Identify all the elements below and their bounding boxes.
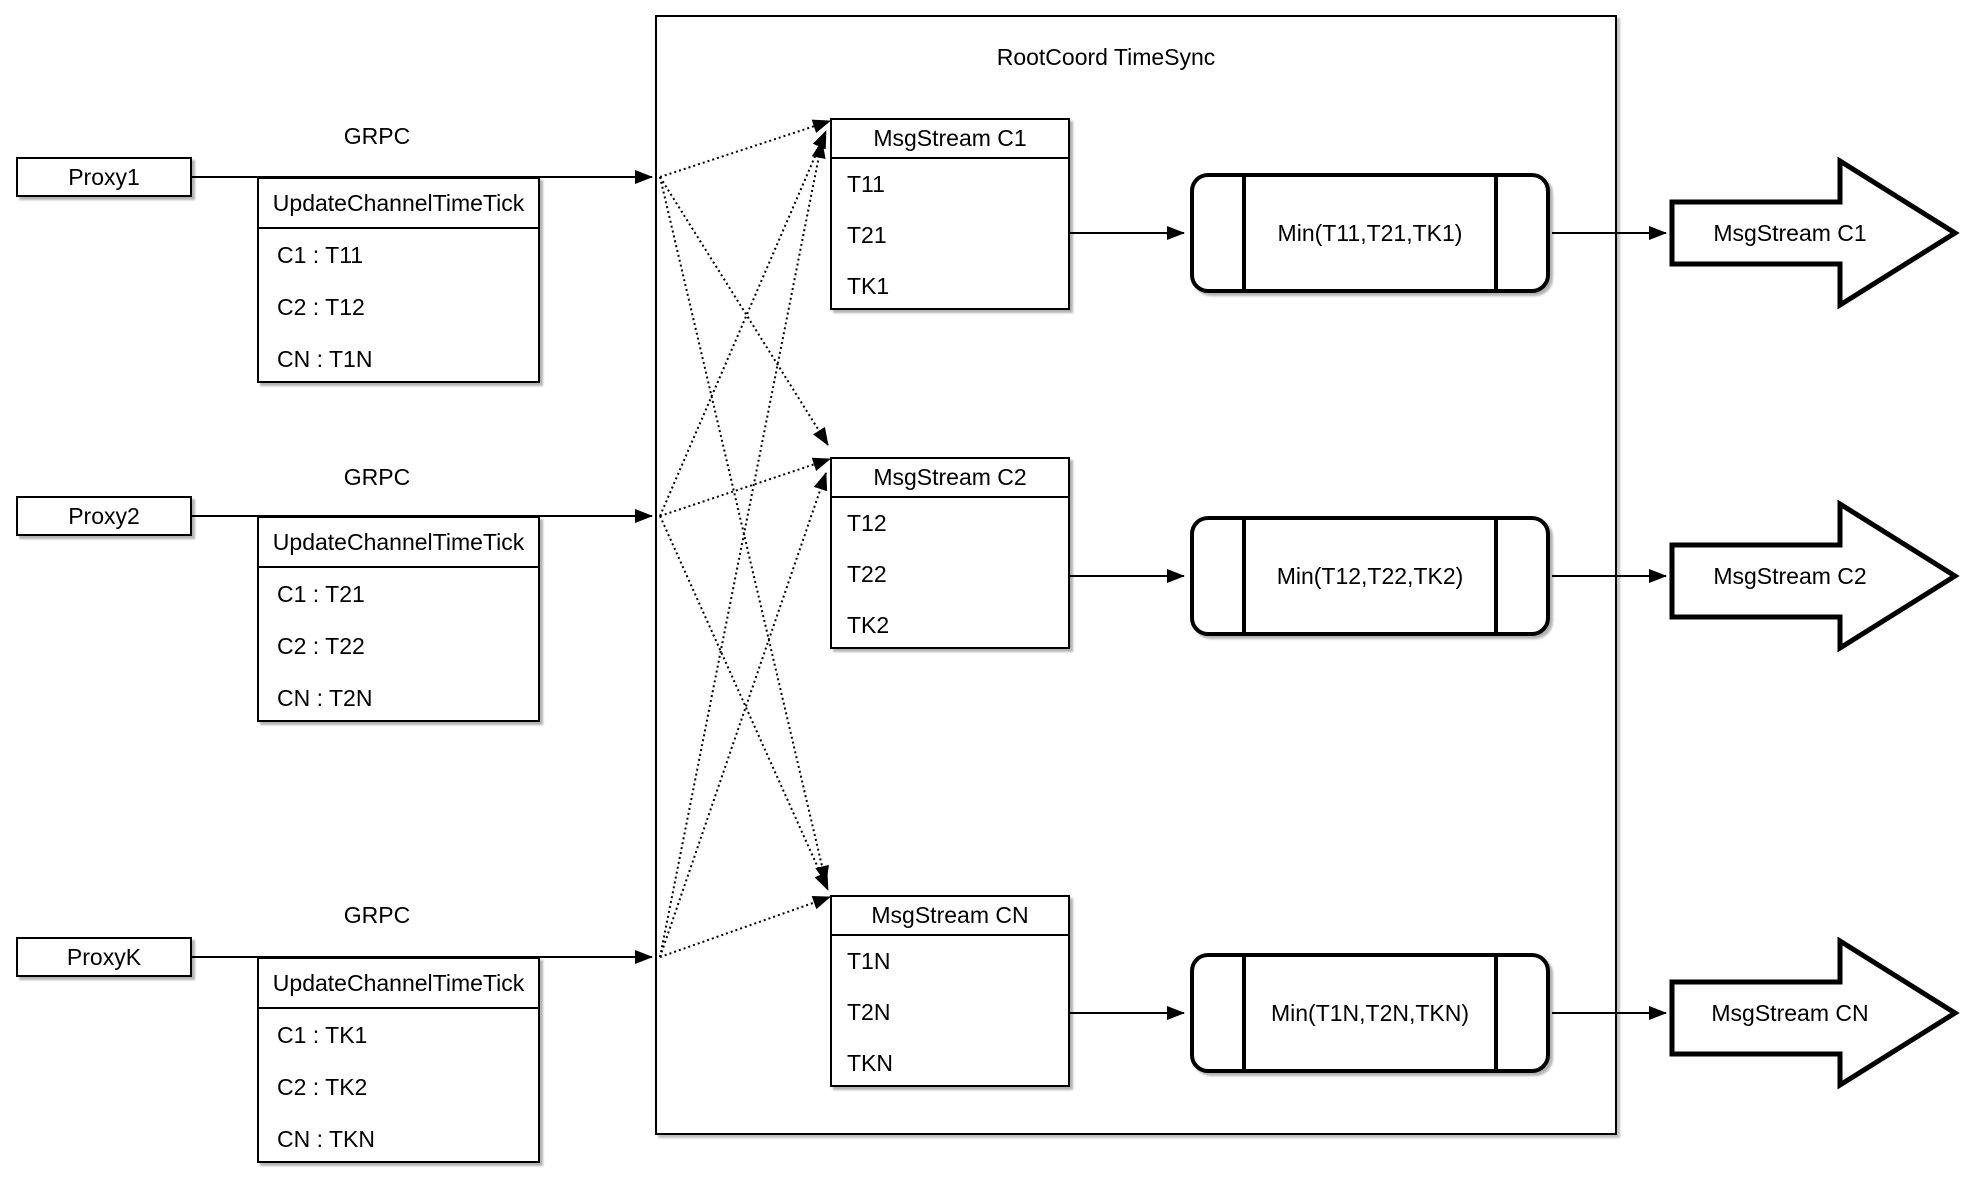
min-box-1: Min(T11,T21,TK1) bbox=[1190, 173, 1550, 293]
stream-header: MsgStream CN bbox=[832, 897, 1068, 936]
min-label: Min(T12,T22,TK2) bbox=[1276, 562, 1464, 589]
table-row: C2 : T22 bbox=[277, 633, 365, 659]
table-row: CN : T2N bbox=[277, 685, 373, 711]
process-bar-left bbox=[1242, 520, 1246, 632]
process-bar-left bbox=[1242, 177, 1246, 289]
stream-row: TK2 bbox=[847, 612, 890, 638]
stream-row: T22 bbox=[847, 561, 887, 587]
stream-row: T11 bbox=[847, 171, 885, 197]
msgstream-box-1: MsgStream C1 T11 T21 TK1 bbox=[830, 118, 1070, 310]
min-box-3: Min(T1N,T2N,TKN) bbox=[1190, 953, 1550, 1073]
process-bar-left bbox=[1242, 957, 1246, 1069]
stream-row: T1N bbox=[847, 948, 891, 974]
output-arrow-label-1: MsgStream C1 bbox=[1713, 220, 1867, 246]
table-header: UpdateChannelTimeTick bbox=[259, 518, 538, 568]
proxy-name: Proxy2 bbox=[68, 502, 140, 529]
stream-row: T12 bbox=[847, 510, 887, 536]
proxy-box-1: Proxy1 bbox=[16, 157, 192, 197]
timetick-table-3: UpdateChannelTimeTick C1 : TK1 C2 : TK2 … bbox=[257, 957, 540, 1163]
timetick-table-2: UpdateChannelTimeTick C1 : T21 C2 : T22 … bbox=[257, 516, 540, 722]
table-row: C1 : TK1 bbox=[277, 1022, 368, 1048]
stream-row: T2N bbox=[847, 999, 891, 1025]
process-bar-right bbox=[1494, 520, 1498, 632]
table-row: C1 : T21 bbox=[277, 581, 365, 607]
stream-header: MsgStream C1 bbox=[832, 120, 1068, 159]
msgstream-box-2: MsgStream C2 T12 T22 TK2 bbox=[830, 457, 1070, 649]
table-row: C2 : TK2 bbox=[277, 1074, 368, 1100]
process-bar-right bbox=[1494, 177, 1498, 289]
grpc-label-3: GRPC bbox=[343, 902, 411, 928]
min-label: Min(T1N,T2N,TKN) bbox=[1270, 999, 1470, 1026]
table-row: CN : T1N bbox=[277, 346, 373, 372]
table-row: C1 : T11 bbox=[277, 242, 364, 268]
proxy-name: ProxyK bbox=[66, 943, 142, 970]
stream-row: T21 bbox=[847, 222, 887, 248]
process-bar-right bbox=[1494, 957, 1498, 1069]
rootcoord-title: RootCoord TimeSync bbox=[996, 44, 1216, 70]
msgstream-box-3: MsgStream CN T1N T2N TKN bbox=[830, 895, 1070, 1087]
stream-header: MsgStream C2 bbox=[832, 459, 1068, 498]
grpc-label-1: GRPC bbox=[343, 123, 411, 149]
min-label: Min(T11,T21,TK1) bbox=[1277, 219, 1463, 246]
table-row: C2 : T12 bbox=[277, 294, 365, 320]
timetick-table-1: UpdateChannelTimeTick C1 : T11 C2 : T12 … bbox=[257, 177, 540, 383]
output-arrow-label-3: MsgStream CN bbox=[1711, 1000, 1869, 1026]
stream-row: TKN bbox=[847, 1050, 893, 1076]
proxy-box-3: ProxyK bbox=[16, 937, 192, 977]
table-row: CN : TKN bbox=[277, 1126, 375, 1152]
table-header: UpdateChannelTimeTick bbox=[259, 959, 538, 1009]
output-arrow-label-2: MsgStream C2 bbox=[1713, 563, 1867, 589]
proxy-box-2: Proxy2 bbox=[16, 496, 192, 536]
proxy-name: Proxy1 bbox=[68, 163, 140, 190]
grpc-label-2: GRPC bbox=[343, 464, 411, 490]
min-box-2: Min(T12,T22,TK2) bbox=[1190, 516, 1550, 636]
stream-row: TK1 bbox=[847, 273, 890, 299]
table-header: UpdateChannelTimeTick bbox=[259, 179, 538, 229]
